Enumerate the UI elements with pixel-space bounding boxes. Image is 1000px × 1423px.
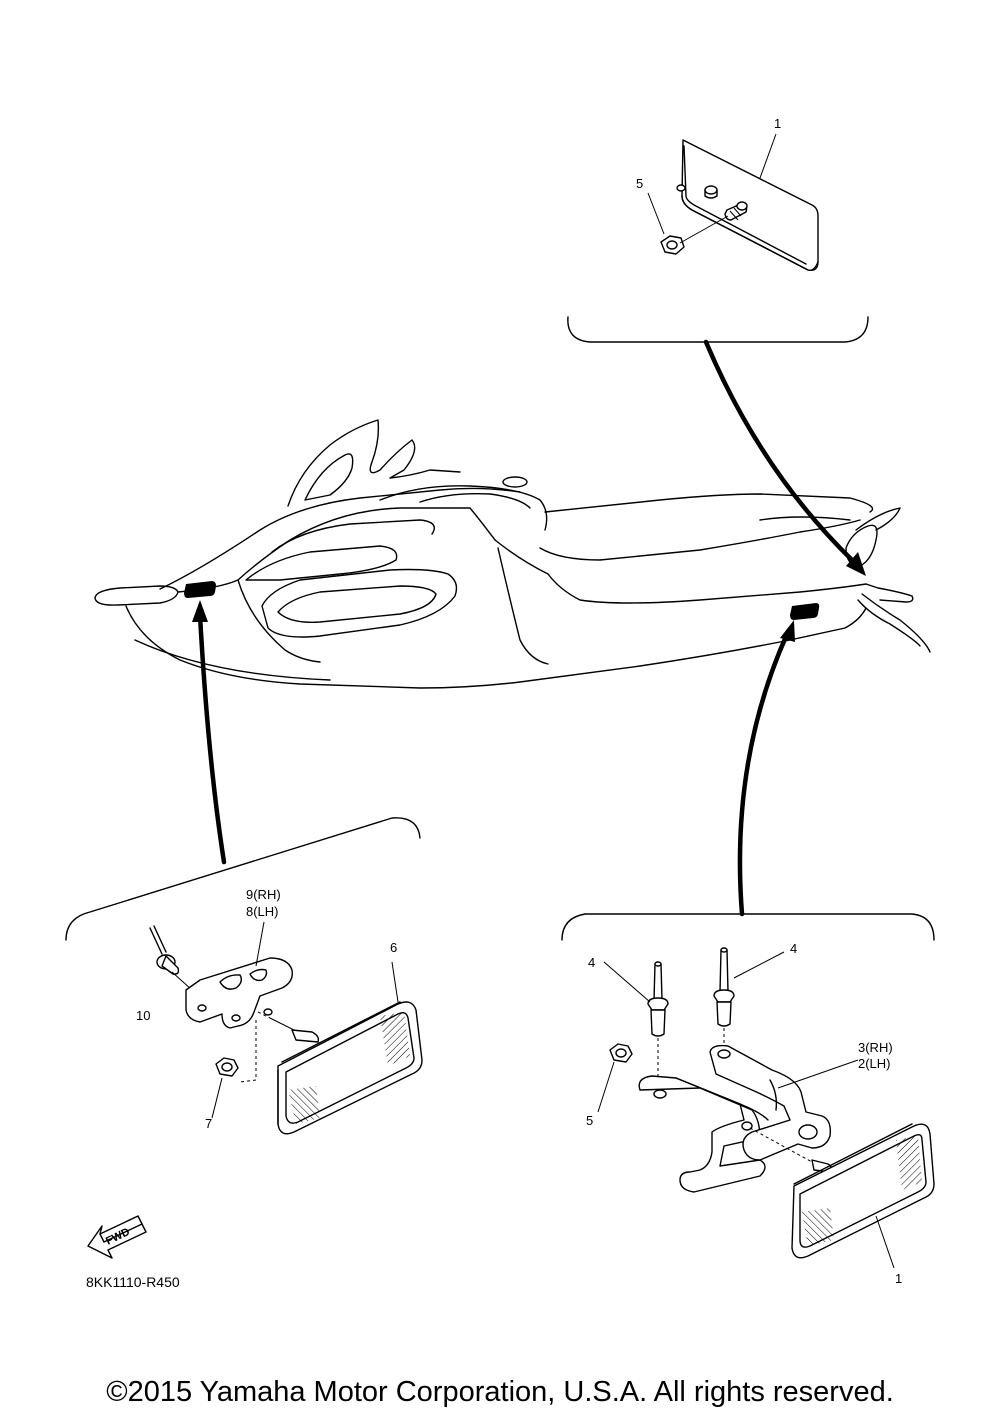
right-detail-frame [562,914,934,940]
callout-right-rivet-a: 4 [588,955,595,970]
callout-right-reflector: 1 [895,1271,902,1286]
callout-right-rivet-b: 4 [790,941,797,956]
forward-marker: FWD [88,1216,146,1258]
left-nut [216,1058,238,1076]
left-rivet [150,926,192,990]
copyright-notice: ©2015 Yamaha Motor Corporation, U.S.A. A… [106,1376,894,1408]
callout-right-bracket-lh: 2(LH) [858,1056,891,1071]
top-leader-arrow [706,342,866,576]
callout-left-reflector: 6 [390,940,397,955]
front-reflector-marker [184,581,216,598]
callout-right-bracket-rh: 3(RH) [858,1040,893,1055]
left-detail: 10 9(RH) 8(LH) 6 7 [66,818,422,1134]
callout-left-rivet: 10 [136,1008,150,1023]
right-rivet-a [648,962,668,1090]
snowmobile-body [95,420,930,688]
top-nut [661,216,728,254]
right-reflector [792,1124,934,1258]
top-detail-frame [568,317,868,342]
top-reflector [677,140,818,270]
left-detail-frame [66,818,420,940]
rear-reflector-marker [790,603,820,620]
diagram-code: 8KK1110-R450 [86,1274,180,1290]
left-reflector [278,1002,422,1134]
right-nut [610,1044,632,1062]
right-bracket [639,1046,830,1192]
right-rivet-b [714,948,734,1050]
callout-left-nut: 7 [205,1116,212,1131]
callout-left-bracket-rh: 9(RH) [246,887,281,902]
left-bracket [186,958,292,1082]
callout-left-bracket-lh: 8(LH) [246,904,279,919]
callout-right-nut: 5 [586,1113,593,1128]
right-leader-arrow [740,620,795,914]
top-detail: 1 5 [568,116,868,342]
callout-top-nut: 5 [636,176,643,191]
left-leader-arrow [192,600,224,862]
right-detail: 4 4 3(RH) 2(LH) 5 1 [562,914,934,1286]
callout-top-reflector: 1 [774,116,781,131]
